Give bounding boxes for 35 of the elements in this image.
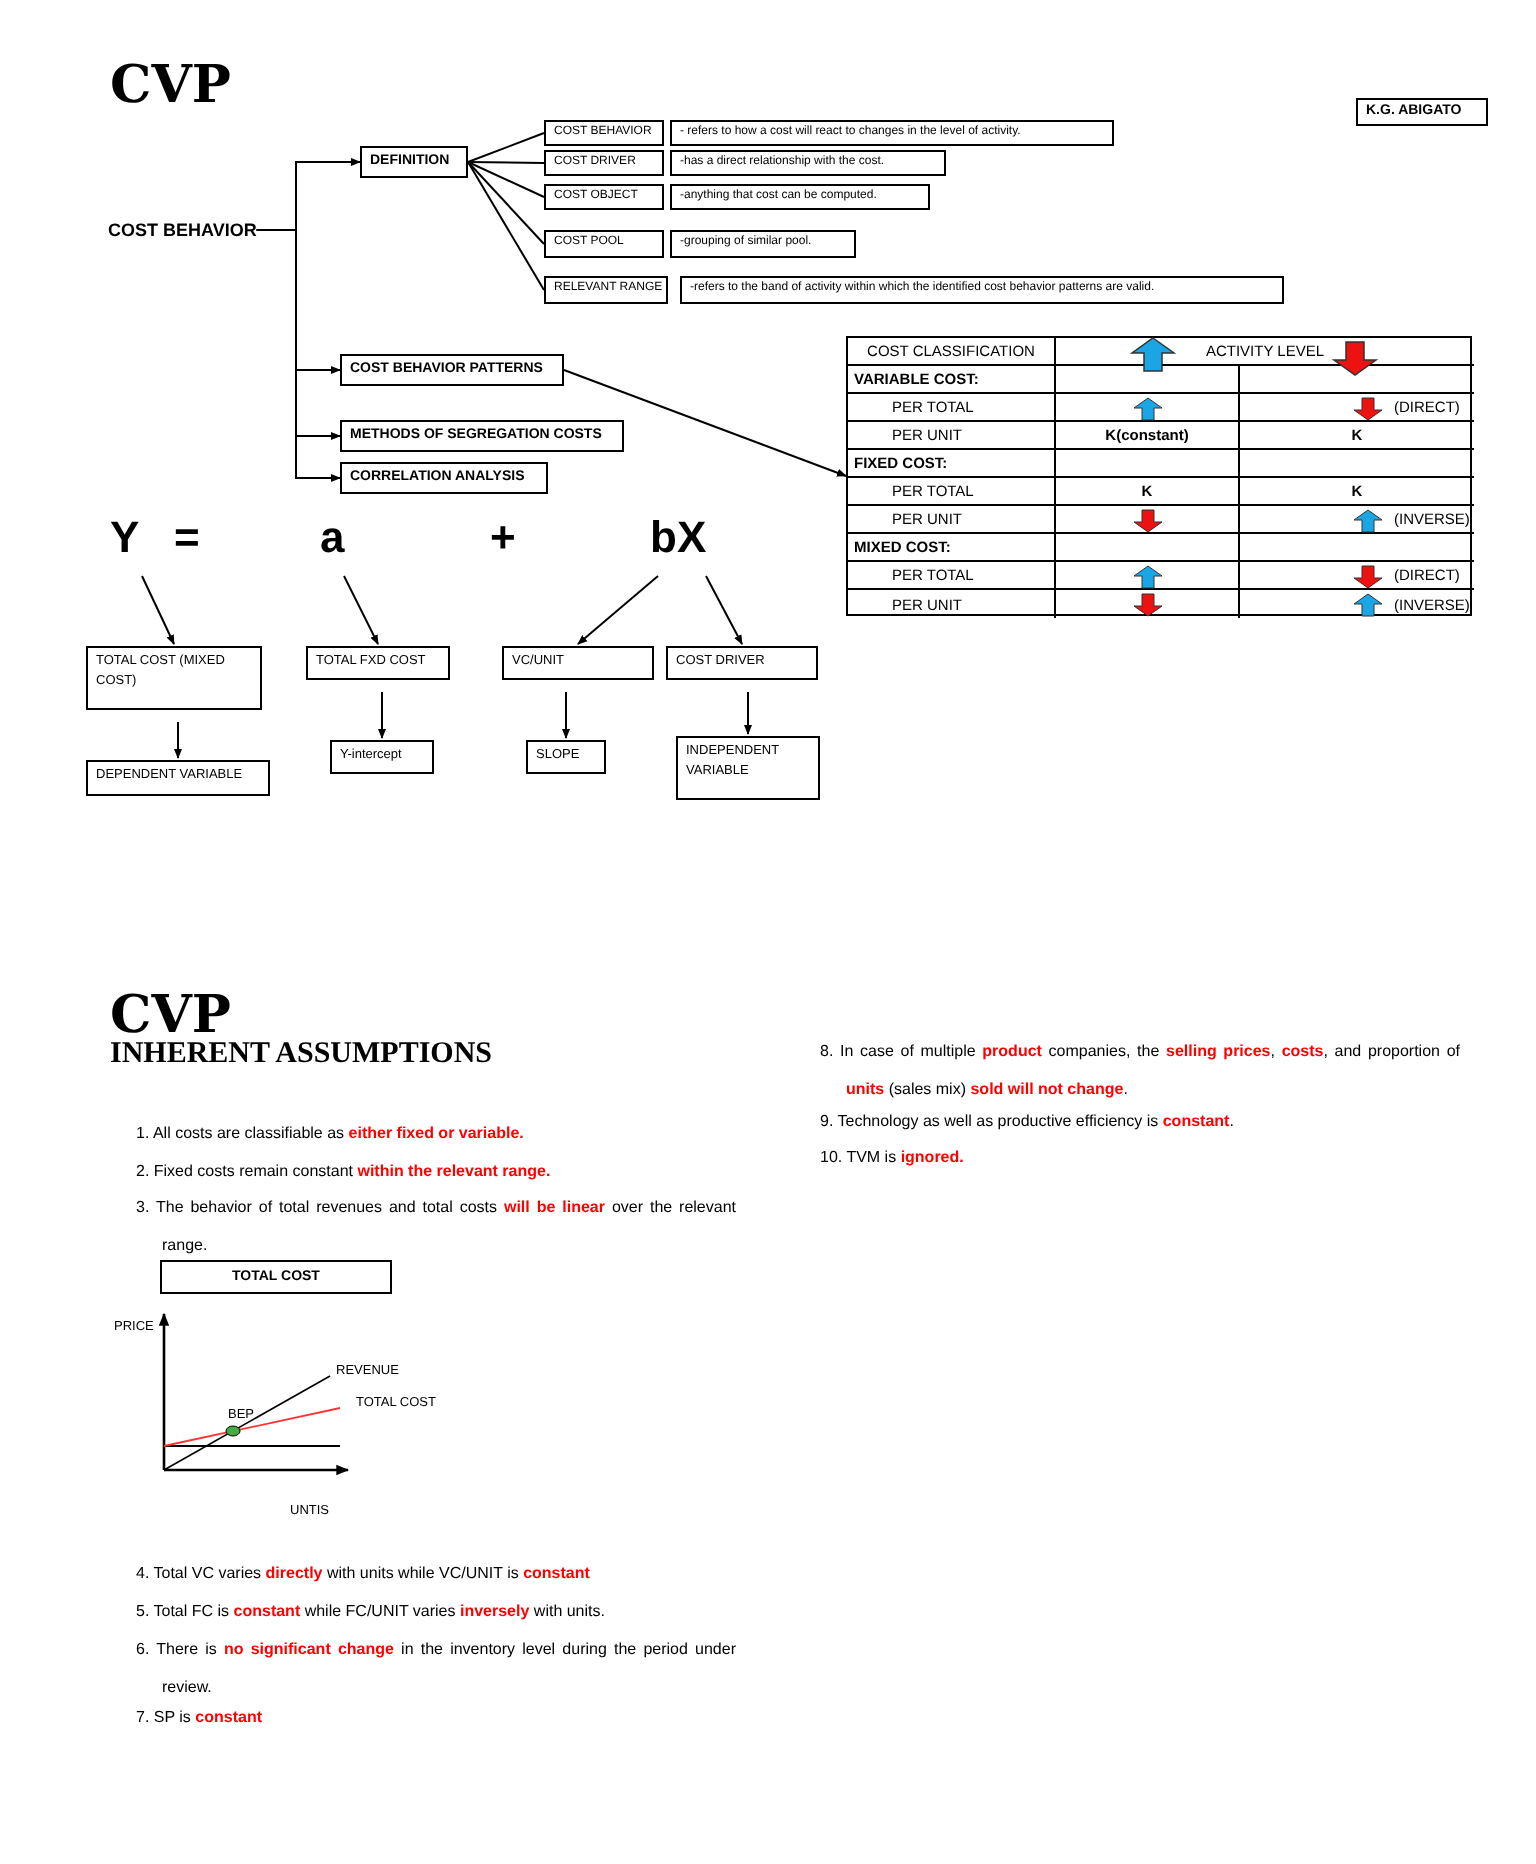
equation-term: Y — [110, 516, 150, 564]
list-item: 6. There is no significant change in the inventory level during the period under review. — [136, 1638, 736, 1700]
list-item: 2. Fixed costs remain constant within the relevant range. — [136, 1160, 553, 1184]
arrow — [141, 575, 175, 645]
topic-heading: COST BEHAVIOR — [108, 220, 257, 240]
list-item: 3. The behavior of total revenues and total costs will be linear over the relevant range. — [136, 1196, 736, 1258]
arrow — [744, 691, 752, 735]
arrow — [705, 575, 743, 645]
arrow — [577, 575, 659, 645]
arrow — [174, 721, 182, 759]
list-item: 9. Technology as well as productive efficiency is constant. — [820, 1110, 1236, 1134]
arrow — [563, 369, 847, 477]
section-title: CVP — [110, 990, 231, 1042]
connector-line — [467, 161, 545, 291]
equation-term: a — [320, 516, 352, 564]
list-item: 10. TVM is ignored. — [820, 1146, 966, 1170]
plus-sign: + — [490, 516, 516, 560]
equals-sign: = — [174, 516, 200, 560]
equation-term: bX — [650, 516, 714, 564]
arrow — [378, 691, 386, 739]
arrow — [562, 691, 570, 739]
arrow — [255, 229, 341, 482]
connector-line — [467, 161, 545, 198]
list-item: 7. SP is constant — [136, 1706, 264, 1730]
arrow — [343, 575, 379, 645]
list-item: 1. All costs are classifiable as either fixed or variable. — [136, 1122, 526, 1146]
list-item: 8. In case of multiple product companies, the selling prices, costs, and proportion of units (sales mix) sold will not change. — [820, 1040, 1460, 1102]
connector-line — [467, 161, 545, 245]
section-subtitle: INHERENT ASSUMPTIONS — [110, 1038, 493, 1072]
list-item: 5. Total FC is constant while FC/UNIT varies inversely with units. — [136, 1600, 607, 1624]
connector-line — [467, 161, 545, 164]
cost-behavior-table — [846, 336, 1472, 616]
connector-line — [467, 132, 545, 163]
list-item: 4. Total VC varies directly with units while VC/UNIT is constant — [136, 1562, 592, 1586]
page-title: CVP — [110, 60, 231, 112]
